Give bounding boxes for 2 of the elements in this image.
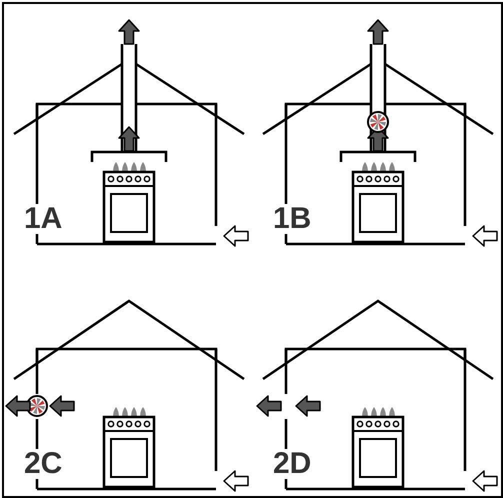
panel-label: 2C: [22, 449, 64, 479]
panel-label: 2D: [271, 449, 314, 479]
